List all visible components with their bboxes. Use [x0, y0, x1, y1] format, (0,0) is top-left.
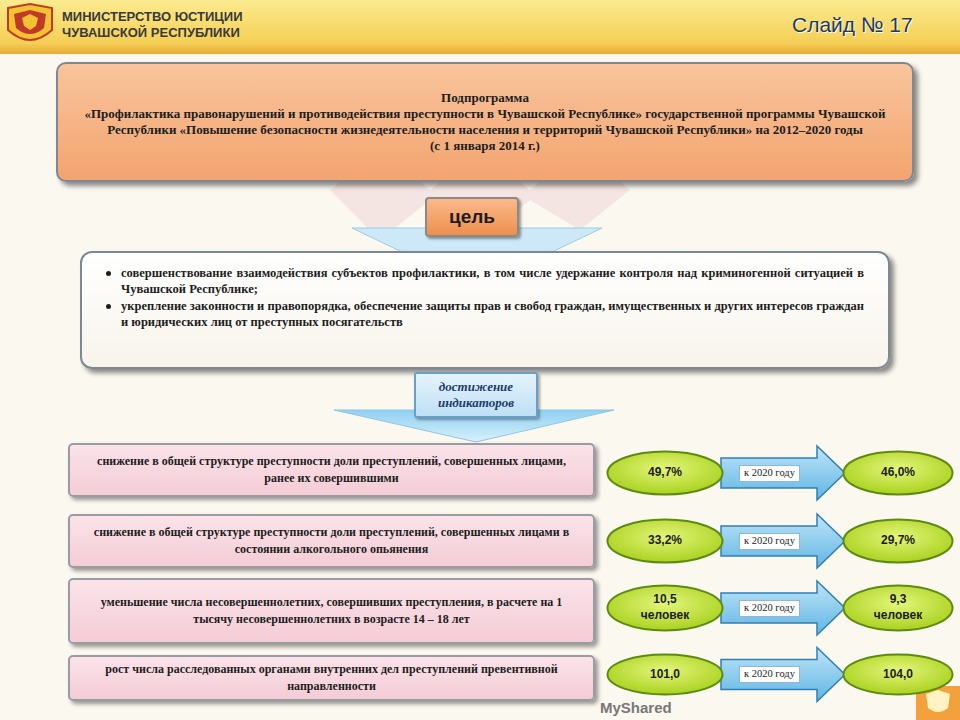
organization-name: МИНИСТЕРСТВО ЮСТИЦИИ ЧУВАШСКОЙ РЕСПУБЛИК… — [62, 9, 262, 40]
target-value-oval: 104,0 — [842, 653, 954, 696]
value-text: 101,0 — [650, 667, 680, 683]
header-band — [0, 0, 960, 54]
block-arrow — [721, 446, 845, 500]
oval-shape — [844, 520, 953, 563]
goal-tab: цель — [425, 197, 519, 237]
target-value-oval: 29,7% — [842, 518, 954, 564]
block-arrow — [721, 514, 845, 568]
goal-text: совершенствование взаимодействия субъект… — [121, 265, 864, 298]
start-value-oval: 33,2% — [606, 518, 724, 564]
block-arrow — [721, 581, 845, 635]
block-arrow — [721, 648, 845, 702]
oval-shape — [608, 655, 723, 695]
node-text: Подпрограмма — [441, 90, 529, 106]
node-text: (с 1 января 2014 г.) — [430, 138, 540, 154]
value-text: 9,3 человек — [866, 592, 930, 623]
value-text: 29,7% — [881, 533, 915, 549]
node-text: достижение индикаторов — [422, 379, 530, 410]
start-value-oval: 10,5 человек — [606, 584, 724, 632]
value-text: 46,0% — [881, 465, 915, 481]
bullet-dot — [106, 304, 111, 309]
node-text: снижение в общей структуре преступности … — [84, 524, 579, 559]
indicator-box: рост числа расследованных органами внутр… — [68, 655, 595, 701]
target-value-oval: 46,0% — [842, 450, 954, 496]
arrow-label: к 2020 году — [739, 465, 800, 482]
target-value-oval: 9,3 человек — [842, 584, 954, 632]
oval-shape — [608, 452, 723, 495]
start-value-oval: 101,0 — [606, 653, 724, 696]
node-text: уменьшение числа несовершеннолетних, сов… — [84, 594, 579, 629]
goals-box: совершенствование взаимодействия субъект… — [80, 251, 890, 369]
arrow-label: к 2020 году — [739, 600, 800, 617]
value-text: 104,0 — [883, 667, 913, 683]
indicator-box: снижение в общей структуре преступности … — [68, 443, 595, 497]
oval-shape — [608, 520, 723, 563]
node-text: рост числа расследованных органами внутр… — [84, 661, 579, 696]
oval-shape — [844, 452, 953, 495]
node-text: «Профилактика правонарушений и противоде… — [80, 106, 890, 139]
value-text: 49,7% — [648, 465, 682, 481]
value-text: 33,2% — [648, 533, 682, 549]
oval-shape — [844, 655, 953, 695]
node-text: снижение в общей структуре преступности … — [84, 453, 579, 488]
oval-shape — [844, 586, 953, 631]
bullet-row: совершенствование взаимодействия субъект… — [106, 265, 864, 298]
goal-text: укрепление законности и правопорядка, об… — [121, 298, 864, 331]
indicator-box: уменьшение числа несовершеннолетних, сов… — [68, 578, 595, 644]
watermark: MyShared — [600, 700, 672, 717]
node-text: цель — [449, 207, 495, 228]
start-value-oval: 49,7% — [606, 450, 724, 496]
slide-number: Слайд № 17 — [792, 12, 913, 37]
arrow-label: к 2020 году — [739, 666, 800, 683]
emblem-logo — [8, 4, 52, 40]
program-box: Подпрограмма«Профилактика правонарушений… — [56, 62, 914, 182]
oval-shape — [608, 586, 723, 631]
indicator-box: снижение в общей структуре преступности … — [68, 514, 595, 568]
bullet-row: укрепление законности и правопорядка, об… — [106, 298, 864, 331]
arrow-label: к 2020 году — [739, 533, 800, 550]
value-text: 10,5 человек — [633, 592, 697, 623]
indicators-tab: достижение индикаторов — [414, 372, 538, 418]
bullet-dot — [106, 271, 111, 276]
